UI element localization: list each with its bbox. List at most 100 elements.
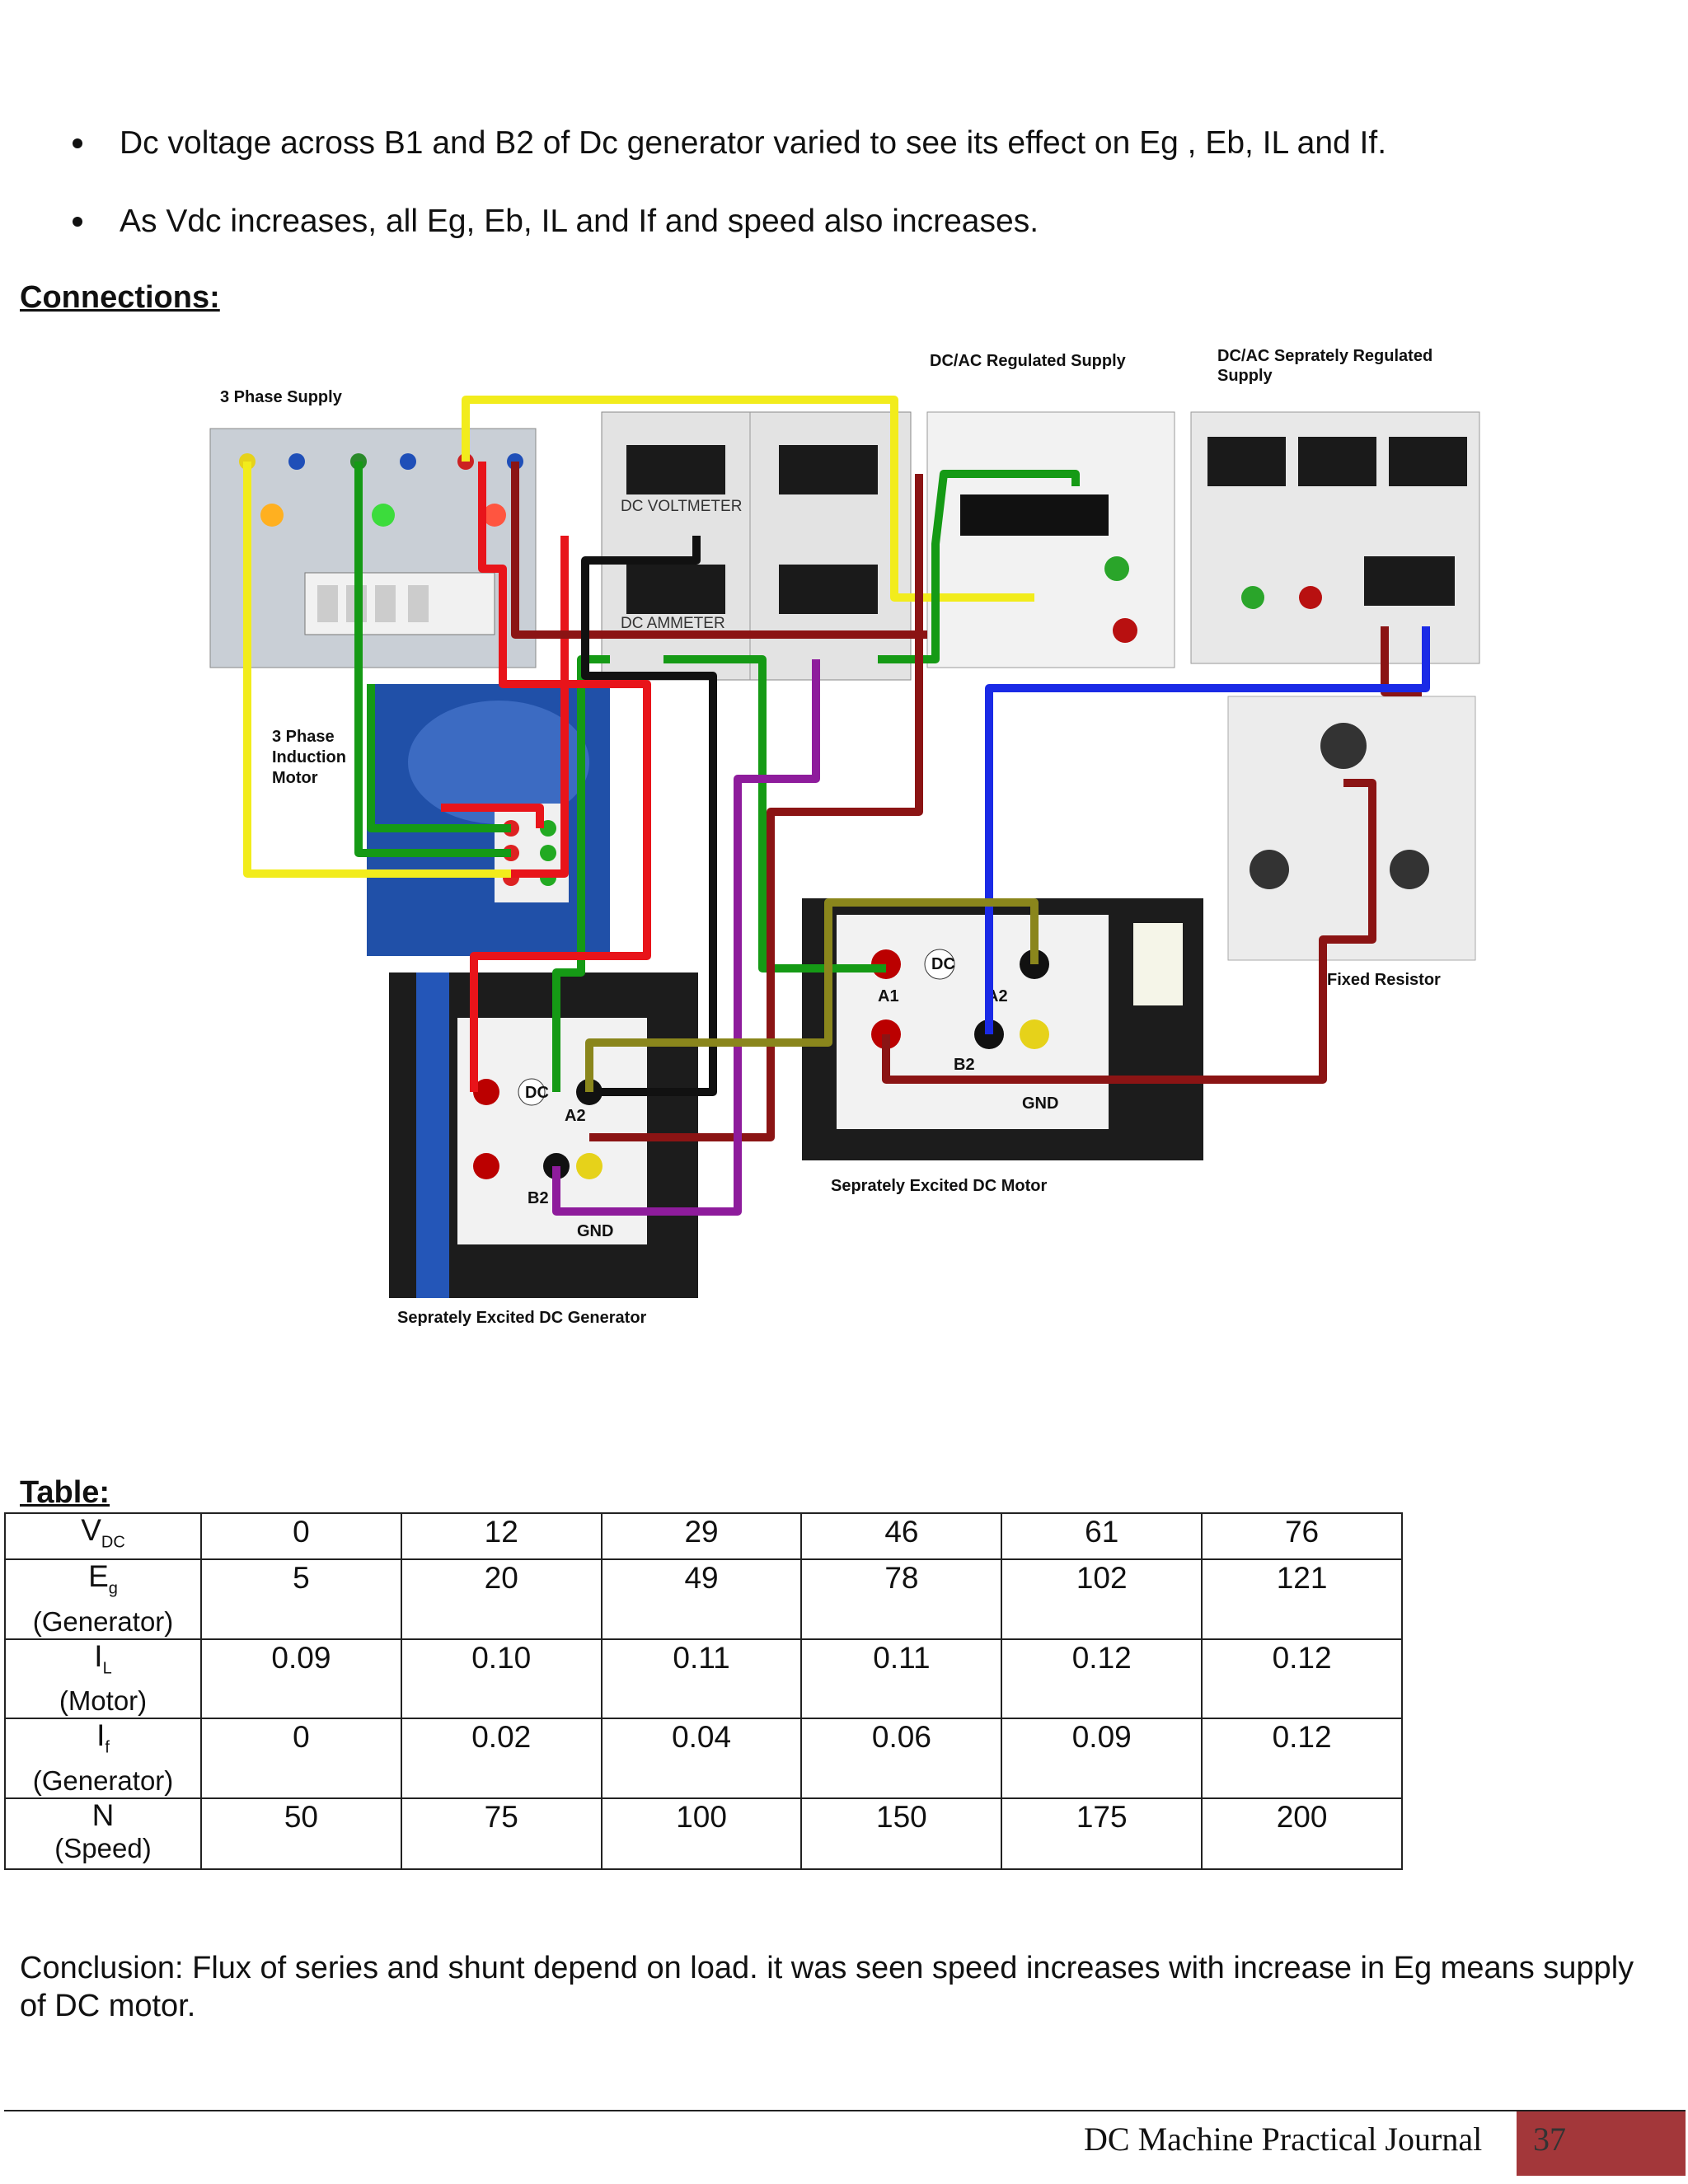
table-cell: 78 [800,1558,1003,1640]
dc-motor-image: DC A1 A2 B2 GND [802,898,1203,1160]
generator-a2-label: A2 [565,1107,586,1125]
regulated-supply-label: DC/AC Regulated Supply [930,352,1127,370]
red-wire [511,536,569,878]
induction-motor-image [367,684,610,956]
bullet-text: As Vdc increases, all Eg, Eb, IL and If … [120,204,1039,239]
red-wire [441,804,544,828]
bullet-dot [73,138,82,148]
motor-b2-label: B2 [954,1056,975,1074]
motor-a1-label: A1 [878,987,899,1005]
table-cell: 175 [1001,1797,1203,1870]
table-cell: 121 [1201,1558,1403,1640]
bullet-list: Dc voltage across B1 and B2 of Dc genera… [66,124,1632,280]
footer-divider [4,2110,1686,2111]
table-cell: 200 [1201,1797,1403,1870]
three-phase-supply-label: 3 Phase Supply [220,388,343,406]
dc-voltmeter-label: DC VOLTMETER [621,498,742,515]
table-cell: 0.02 [400,1718,603,1799]
table-cell: 12 [400,1511,603,1561]
darkred-wire [511,462,927,639]
page-number: 37 [1533,2121,1566,2158]
separately-regulated-supply-panel [1190,411,1480,664]
dc-generator-label: Seprately Excited DC Generator [397,1309,647,1327]
wiring-diagram: DC A2 B2 GND DC A1 A2 B2 GND [209,347,1480,1327]
table-cell: 0.12 [1201,1718,1403,1799]
regulated-supply-panel [926,411,1175,668]
generator-gnd-label: GND [577,1222,613,1240]
row-header-eg: Eg(Generator) [4,1558,202,1640]
table-row: N(Speed) 50 75 100 150 175 200 [4,1797,1403,1870]
bullet-item: As Vdc increases, all Eg, Eb, IL and If … [66,202,1632,241]
table-cell: 46 [800,1511,1003,1561]
bullet-item: Dc voltage across B1 and B2 of Dc genera… [66,124,1632,162]
green-wire [878,470,1080,663]
green-wire [367,684,511,832]
table-row: If(Generator) 0 0.02 0.04 0.06 0.09 0.12 [4,1718,1403,1799]
table-cell: 100 [600,1797,803,1870]
page-number-box: 37 [1517,2111,1686,2176]
yellow-wire [462,396,1034,602]
black-wire [581,536,717,1096]
table-cell: 5 [200,1558,402,1640]
row-header-il: IL(Motor) [4,1638,202,1720]
table-cell: 0.09 [200,1638,402,1720]
green-wire [552,655,610,1092]
connections-figure: DC A2 B2 GND DC A1 A2 B2 GND [202,346,1488,1343]
table-cell: 0 [200,1511,402,1561]
table-cell: 29 [600,1511,803,1561]
blue-wire [985,626,1430,1034]
row-header-if: If(Generator) [4,1718,202,1799]
fixed-resistor-image [1227,696,1476,961]
green-wire [354,462,511,857]
table-cell: 0.11 [600,1638,803,1720]
table-cell: 0.04 [600,1718,803,1799]
results-table: VDC 0 12 29 46 61 76 Eg(Generator) 5 20 … [4,1511,1403,1870]
table-cell: 49 [600,1558,803,1640]
separately-regulated-supply-label-2: Supply [1217,367,1273,385]
induction-motor-label-1: 3 Phase [272,728,335,746]
induction-motor-label-3: Motor [272,769,318,787]
table-cell: 76 [1201,1511,1403,1561]
table-cell: 0.12 [1001,1638,1203,1720]
generator-b2-label: B2 [528,1189,549,1207]
table-cell: 0.12 [1201,1638,1403,1720]
motor-gnd-label: GND [1022,1094,1058,1113]
table-cell: 150 [800,1797,1003,1870]
purple-wire [552,659,820,1216]
table-cell: 20 [400,1558,603,1640]
three-phase-supply-panel [209,428,537,668]
connections-heading: Connections: [20,280,220,315]
generator-dc-terminal-label: DC [525,1084,549,1102]
table-heading: Table: [20,1475,110,1510]
table-cell: 75 [400,1797,603,1870]
yellow-wire [243,462,511,878]
row-header-n: N(Speed) [4,1797,202,1870]
darkred-wire [589,474,923,1141]
red-wire [470,462,651,1092]
olive-wire [585,898,1039,1092]
row-header-vdc: VDC [4,1511,202,1561]
table-cell: 0.10 [400,1638,603,1720]
motor-dc-terminal-label: DC [931,955,955,973]
dc-motor-label: Seprately Excited DC Motor [831,1177,1048,1195]
table-row: Eg(Generator) 5 20 49 78 102 121 [4,1558,1403,1640]
table-cell: 0.06 [800,1718,1003,1799]
conclusion-text: Conclusion: Flux of series and shunt dep… [20,1951,1634,2023]
separately-regulated-supply-label-1: DC/AC Seprately Regulated [1217,347,1432,365]
table-cell: 61 [1001,1511,1203,1561]
bullet-dot [73,217,82,227]
table-cell: 0.09 [1001,1718,1203,1799]
table-cell: 50 [200,1797,402,1870]
footer-title: DC Machine Practical Journal [1084,2121,1483,2158]
fixed-resistor-label: Fixed Resistor [1327,971,1441,989]
meter-panel [601,411,912,681]
bullet-text: Dc voltage across B1 and B2 of Dc genera… [120,125,1387,161]
table-row: IL(Motor) 0.09 0.10 0.11 0.11 0.12 0.12 [4,1638,1403,1720]
dc-ammeter-label: DC AMMETER [621,615,725,632]
wires [243,396,1430,1216]
table-cell: 102 [1001,1558,1203,1640]
table-cell: 0.11 [800,1638,1003,1720]
table-cell: 0 [200,1718,402,1799]
table-row: VDC 0 12 29 46 61 76 [4,1511,1403,1561]
darkred-wire [882,779,1376,1084]
